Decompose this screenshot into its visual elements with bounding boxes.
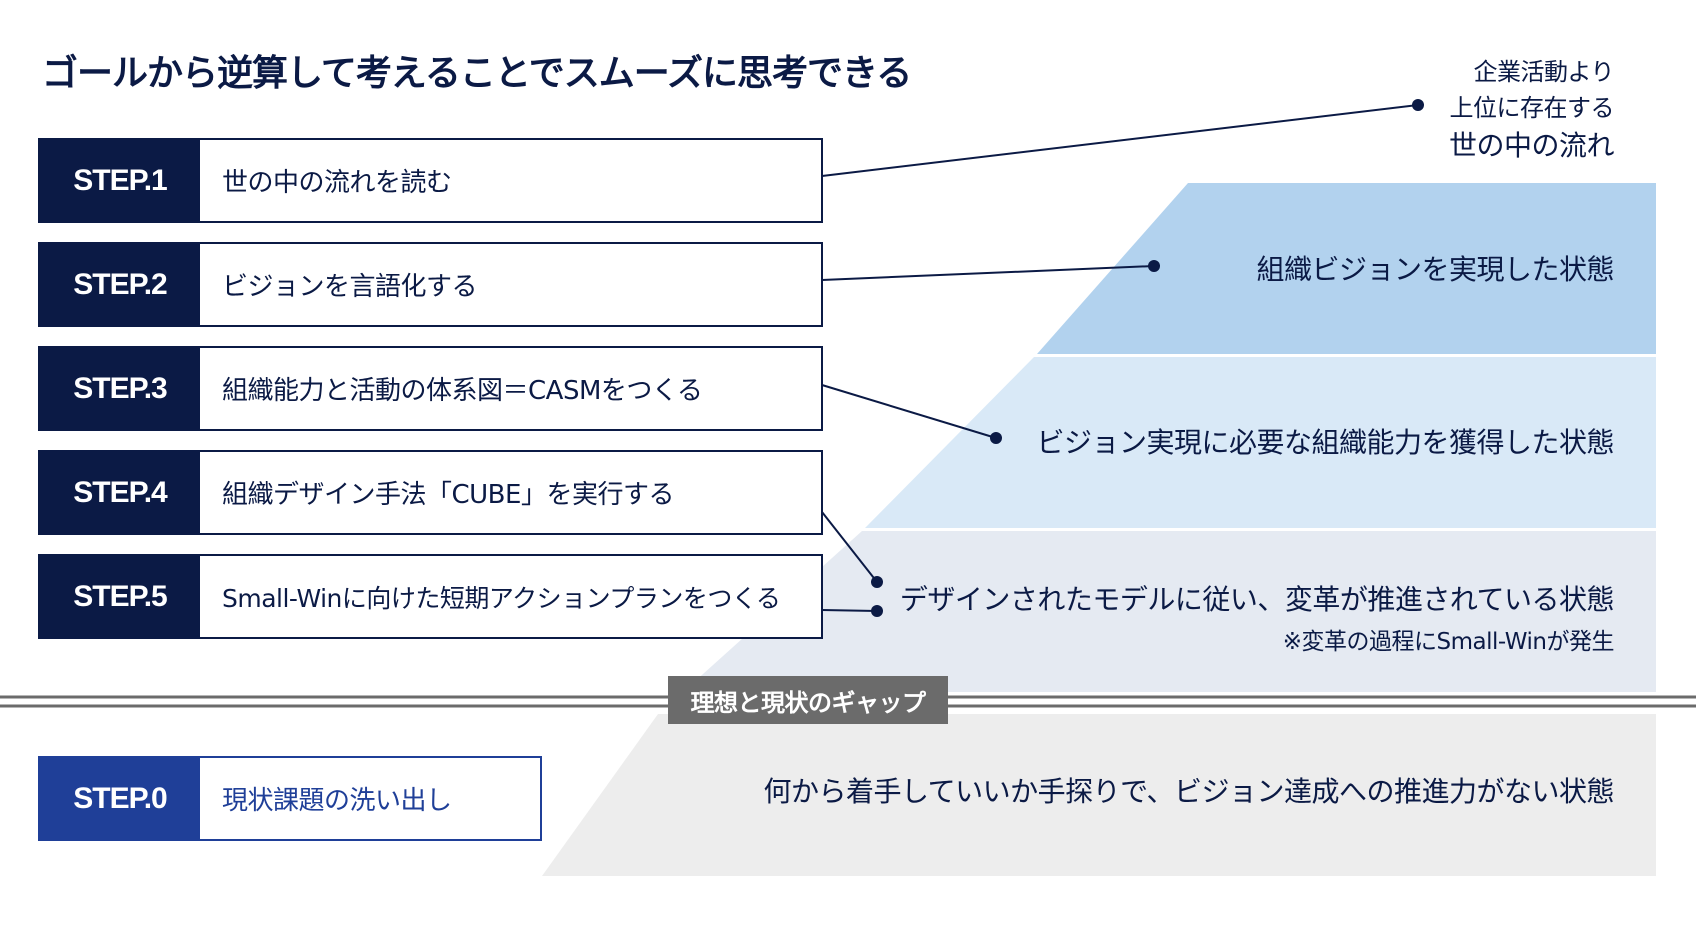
top-label-line-3: 世の中の流れ: [1448, 129, 1615, 162]
current-state-tier: [542, 714, 1656, 876]
page-title: ゴールから逆算して考えることでスムーズに思考できる: [42, 53, 912, 94]
tier-level-1: [1037, 183, 1656, 354]
connector-step4: [821, 511, 883, 588]
level-1-label: 組織ビジョンを実現した状態: [1256, 253, 1614, 286]
step-3-box: STEP.3 組織能力と活動の体系図＝CASMをつくる: [38, 346, 823, 431]
connector-step2: [821, 260, 1160, 281]
level-3-note: ※変革の過程にSmall-Winが発生: [1282, 629, 1615, 655]
step-3-label: STEP.3: [40, 348, 200, 429]
level-3-label: デザインされたモデルに従い、変革が推進されている状態: [899, 583, 1615, 616]
step-5-box: STEP.5 Small-Winに向けた短期アクションプランをつくる: [38, 554, 823, 639]
step-5-label: STEP.5: [40, 556, 200, 637]
step-4-text: 組織デザイン手法「CUBE」を実行する: [222, 480, 674, 510]
step-1-box: STEP.1 世の中の流れを読む: [38, 138, 823, 223]
top-label-line-2: 上位に存在する: [1449, 94, 1615, 122]
step-0-label: STEP.0: [40, 758, 200, 839]
top-label-line-1: 企業活動より: [1473, 58, 1614, 86]
step-5-text: Small-Winに向けた短期アクションプランをつくる: [222, 583, 781, 613]
connector-step5: [821, 605, 883, 617]
step-2-label: STEP.2: [40, 244, 200, 325]
current-state-label: 何から着手していいか手探りで、ビジョン達成への推進力がない状態: [763, 775, 1614, 808]
step-2-text: ビジョンを言語化する: [222, 272, 478, 302]
step-1-label: STEP.1: [40, 140, 200, 221]
step-1-text: 世の中の流れを読む: [222, 168, 452, 198]
step-0-text: 現状課題の洗い出し: [222, 786, 452, 816]
tier-level-2: [865, 357, 1656, 528]
connector-step3: [821, 384, 1002, 444]
level-2-label: ビジョン実現に必要な組織能力を獲得した状態: [1036, 426, 1614, 459]
step-0-box: STEP.0 現状課題の洗い出し: [38, 756, 542, 841]
connector-step1: [821, 99, 1424, 177]
step-2-box: STEP.2 ビジョンを言語化する: [38, 242, 823, 327]
step-4-box: STEP.4 組織デザイン手法「CUBE」を実行する: [38, 450, 823, 535]
tier-level-3: [683, 531, 1656, 692]
step-3-text: 組織能力と活動の体系図＝CASMをつくる: [222, 376, 703, 406]
gap-badge: 理想と現状のギャップ: [668, 676, 948, 724]
step-4-label: STEP.4: [40, 452, 200, 533]
